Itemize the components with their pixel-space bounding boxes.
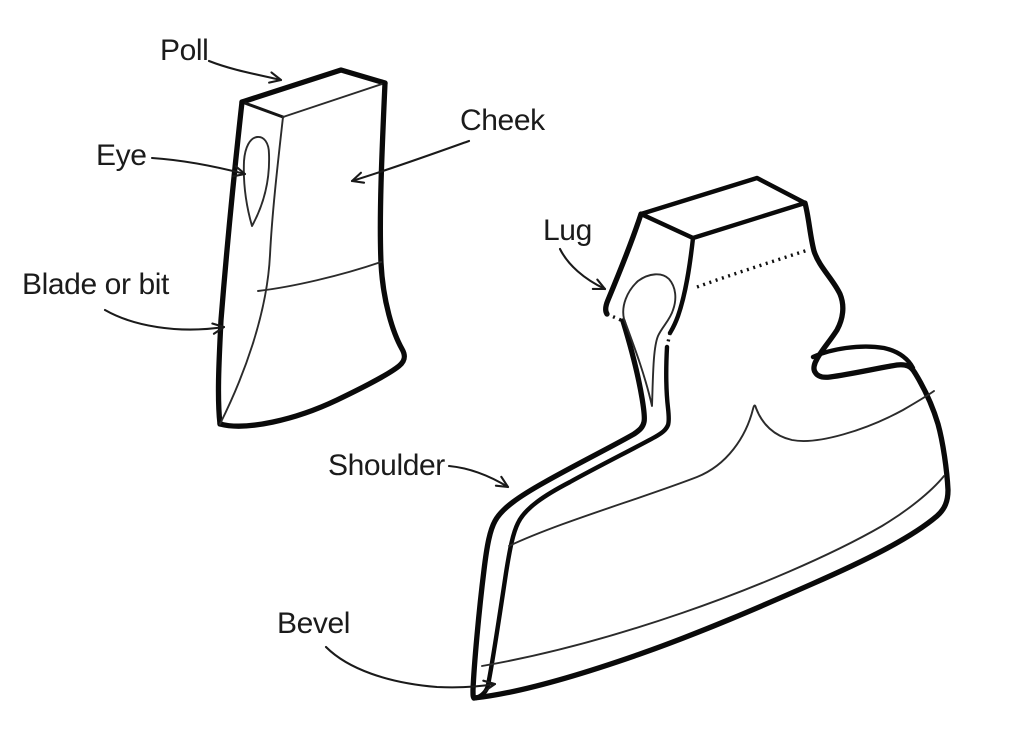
bevel-arrow xyxy=(324,645,497,692)
left-axe-bit-contour xyxy=(257,261,382,292)
blade-or-bit-arrow xyxy=(103,308,226,335)
cheek-arrow xyxy=(350,139,471,184)
right-axe-lug-contour xyxy=(622,273,677,407)
label-poll: Poll xyxy=(160,34,209,67)
label-blade-or-bit: Blade or bit xyxy=(22,268,169,301)
label-bevel: Bevel xyxy=(277,607,351,640)
leader-arrows xyxy=(103,59,607,692)
label-shoulder: Shoulder xyxy=(328,449,445,482)
left-axe-left-silhouette xyxy=(215,99,245,427)
right-axe-front-corner-lower xyxy=(473,344,671,701)
left-axe-poll-front-edge xyxy=(282,82,386,118)
right-axe-right-silhouette-and-cutting-edge xyxy=(471,200,951,701)
right-axe-left-silhouette-lower xyxy=(470,318,648,701)
label-lug: Lug xyxy=(543,214,592,247)
label-eye: Eye xyxy=(96,139,147,172)
right-axe-front-corner-upper xyxy=(667,235,696,336)
right-axe-blade-back-strip xyxy=(810,344,916,371)
label-cheek: Cheek xyxy=(460,104,545,137)
right-axe-cheek-ridge-contour xyxy=(508,390,935,547)
lug-arrow xyxy=(558,247,607,291)
right-axe-left-silhouette-upper xyxy=(602,211,644,317)
poll-arrow xyxy=(207,59,283,84)
left-axe-front-corner-edge xyxy=(219,116,284,425)
right-axe-hidden-edge-dots-left xyxy=(606,312,624,323)
right-axe-bevel-contour xyxy=(481,475,945,667)
eye-arrow xyxy=(150,156,247,178)
left-axe-right-and-bottom-edge xyxy=(217,80,408,429)
right-axe-head xyxy=(470,175,951,701)
shoulder-arrow xyxy=(447,464,510,489)
left-axe-head xyxy=(215,67,408,429)
left-axe-poll-top-face xyxy=(239,67,388,105)
right-axe-poll-top-face xyxy=(638,175,808,241)
left-axe-eye-outline xyxy=(242,136,271,227)
right-axe-hidden-edge-dots-front xyxy=(665,332,672,348)
left-axe-poll-left-edge xyxy=(240,100,285,119)
right-axe-hidden-poll-edge xyxy=(696,248,809,289)
